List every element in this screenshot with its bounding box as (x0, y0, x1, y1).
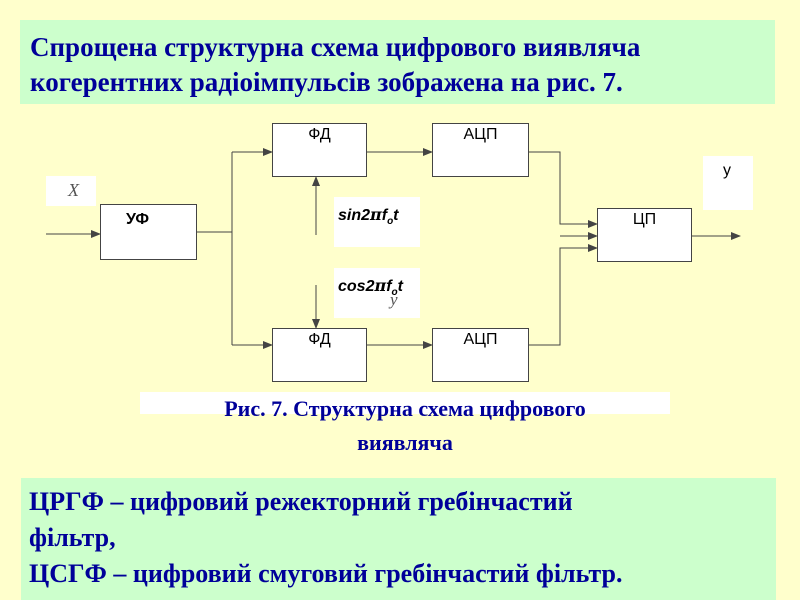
sin-reference-formula: sin2πfot (338, 205, 399, 228)
abbrev-line-2: фільтр, (29, 523, 116, 552)
cos-reference-box: cos2πfot (334, 268, 420, 318)
adc-bottom-to-cp (529, 244, 598, 346)
cp-block: ЦП (597, 208, 692, 262)
stray-mark: у (390, 290, 398, 309)
intro-text: Спрощена структурна схема цифрового вияв… (20, 20, 775, 100)
adc-top-block: АЦП (432, 123, 529, 177)
adc-top-label: АЦП (463, 126, 498, 143)
adc-bottom-label: АЦП (463, 331, 498, 348)
fd-top-block: ФД (272, 123, 367, 177)
adc-top-to-cp (529, 151, 598, 228)
abbrev-line-1: ЦРГФ – цифровий режекторний гребінчастий (29, 487, 573, 516)
fd-bottom-block: ФД (272, 328, 367, 382)
intro-line-1: Спрощена структурна схема цифрового вияв… (30, 32, 641, 62)
output-label-box: у (703, 156, 753, 210)
cp-label: ЦП (632, 211, 657, 228)
fd-bottom-label: ФД (308, 331, 331, 348)
input-label-box: X (46, 176, 96, 206)
uf-label: УФ (126, 211, 149, 228)
abbreviations-textbox: ЦРГФ – цифровий режекторний гребінчастий… (21, 478, 776, 600)
adc-bottom-block: АЦП (432, 328, 529, 382)
fd-top-label: ФД (308, 126, 331, 143)
figure-caption: Рис. 7. Структурна схема цифрового виявл… (140, 392, 670, 460)
uf-block: УФ (100, 204, 197, 260)
caption-line-1: Рис. 7. Структурна схема цифрового (224, 396, 586, 421)
sin-reference-box: sin2πfot (334, 197, 420, 247)
caption-line-2: виявляча (357, 430, 453, 455)
input-label: X (68, 180, 79, 200)
caption-highlight (140, 392, 670, 414)
cos-reference-formula: cos2πfot (338, 276, 403, 299)
intro-line-2: когерентних радіоімпульсів зображена на … (30, 67, 623, 97)
abbrev-line-3: ЦСГФ – цифровий смуговий гребінчастий фі… (29, 559, 623, 588)
output-label: у (723, 162, 731, 179)
intro-textbox: Спрощена структурна схема цифрового вияв… (20, 20, 775, 104)
